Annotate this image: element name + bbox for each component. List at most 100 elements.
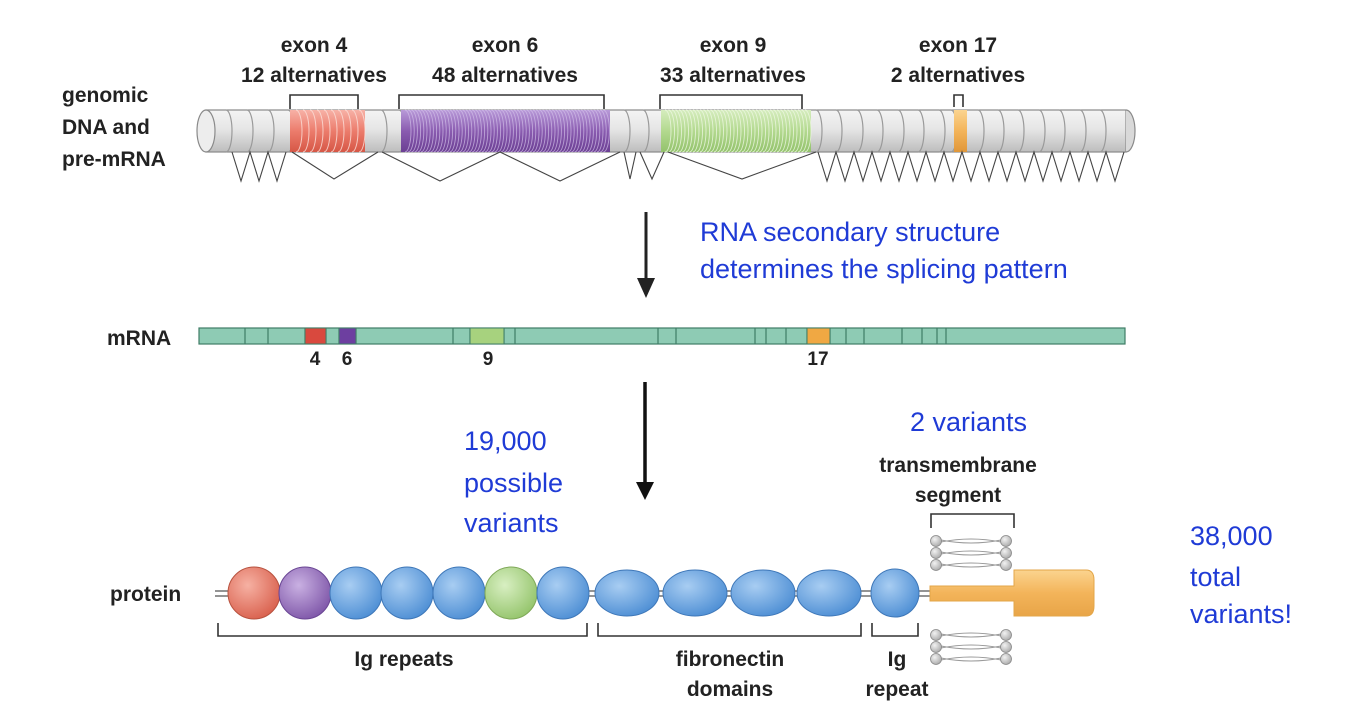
exon-9-bracket — [659, 94, 803, 109]
genomic-label-line-2: DNA and — [62, 116, 150, 139]
segment-ring — [380, 109, 388, 153]
mrna-exon-4-number: 4 — [310, 349, 321, 370]
ig-repeats-label: Ig repeats — [354, 648, 453, 671]
segment-ring — [225, 109, 233, 153]
exon-4-alternatives-block — [290, 110, 365, 152]
segment-ring — [1079, 109, 1087, 153]
splicing-note-line-1: RNA secondary structure — [700, 217, 1000, 247]
exon-17-header: exon 17 — [919, 34, 997, 57]
exon-17-bracket — [953, 94, 964, 107]
domain-brackets — [217, 623, 919, 637]
segment-ring — [267, 109, 275, 153]
total-variants-line-2: total — [1190, 562, 1241, 592]
lipid-head — [1000, 641, 1012, 653]
exon-17-alternatives: 2 alternatives — [891, 64, 1025, 87]
transmembrane-variants-note: 2 variants — [910, 407, 1027, 437]
transmembrane-label: transmembrane segment — [879, 454, 1037, 507]
segment-ring — [977, 109, 985, 153]
lipid-tail — [940, 632, 1002, 638]
ig-repeat-domain — [870, 568, 920, 618]
exon-headers: exon 4 12 alternatives exon 6 48 alterna… — [241, 34, 1025, 87]
splicing-note-line-2: determines the splicing pattern — [700, 254, 1068, 284]
exon-4-header: exon 4 — [281, 34, 348, 57]
exon-17-alternatives-block — [954, 110, 967, 152]
ig-domain — [380, 566, 434, 620]
ig-repeat-label-line-2: repeat — [865, 678, 928, 701]
lipid-head — [1000, 653, 1012, 665]
possible-variants-line-1: 19,000 — [464, 426, 547, 456]
protein-domains — [227, 566, 920, 620]
lipid-head — [930, 653, 942, 665]
ig-domain — [432, 566, 486, 620]
mrna-exon-17-number: 17 — [807, 349, 828, 370]
lipid-bilayer — [930, 535, 1012, 665]
fibronectin-domain — [662, 569, 728, 617]
lipid-head — [1000, 547, 1012, 559]
lipid-head — [930, 641, 942, 653]
mrna-exon-4 — [304, 327, 327, 345]
transmembrane-bracket — [930, 513, 1015, 528]
transmembrane-label-line-2: segment — [915, 484, 1001, 507]
cylinder-right-cap — [1125, 109, 1136, 153]
mrna-exon-9-number: 9 — [483, 349, 494, 370]
ig-repeat-label-line-1: Ig — [888, 648, 907, 671]
mrna-exon-6 — [338, 327, 357, 345]
possible-variants-line-2: possible — [464, 468, 563, 498]
exon-6-bracket — [398, 94, 605, 109]
mrna-label: mRNA — [107, 327, 171, 350]
segment-ring — [623, 109, 631, 153]
mrna-exon-numbers: 4 6 9 17 — [310, 349, 829, 370]
segment-ring — [835, 109, 843, 153]
mrna-exon-9 — [469, 327, 505, 345]
lipid-tail — [940, 550, 1002, 556]
domain-labels: Ig repeats fibronectin domains Ig repeat — [354, 648, 928, 701]
ig-domain-exon-6 — [278, 566, 332, 620]
segment-ring — [815, 109, 823, 153]
mrna-strip — [198, 327, 1126, 345]
fibronectin-domain — [594, 569, 660, 617]
lipid-head — [1000, 629, 1012, 641]
segment-ring — [897, 109, 905, 153]
lipid-head — [930, 547, 942, 559]
exon-6-alternatives: 48 alternatives — [432, 64, 578, 87]
segment-ring — [856, 109, 864, 153]
segment-ring — [938, 109, 946, 153]
lipid-head — [930, 535, 942, 547]
genomic-label-line-3: pre-mRNA — [62, 148, 166, 171]
splicing-note: RNA secondary structure determines the s… — [700, 217, 1068, 284]
lipid-head — [930, 629, 942, 641]
exon-6-header: exon 6 — [472, 34, 539, 57]
mrna-exon-6-number: 6 — [342, 349, 353, 370]
genomic-label-line-1: genomic — [62, 84, 149, 107]
total-variants-line-1: 38,000 — [1190, 521, 1273, 551]
transcription-arrow — [637, 212, 655, 298]
segment-ring — [1017, 109, 1025, 153]
segment-ring — [1099, 109, 1107, 153]
segment-ring — [997, 109, 1005, 153]
segment-ring — [246, 109, 254, 153]
lipid-tail — [940, 562, 1002, 568]
ig-repeats-bracket — [217, 623, 588, 637]
exon-9-alternatives: 33 alternatives — [660, 64, 806, 87]
translation-arrow — [636, 382, 654, 500]
possible-variants-line-3: variants — [464, 508, 559, 538]
lipid-head — [1000, 535, 1012, 547]
mrna-exon-17 — [806, 327, 831, 345]
segment-ring — [876, 109, 884, 153]
pre-mrna-cylinder — [196, 109, 1136, 153]
protein-label: protein — [110, 583, 181, 606]
ig-domain-exon-4 — [227, 566, 281, 620]
ig-domain — [329, 566, 383, 620]
splicing-pattern — [231, 150, 1125, 183]
segment-ring — [917, 109, 925, 153]
total-variants-note: 38,000 total variants! — [1190, 521, 1292, 629]
total-variants-line-3: variants! — [1190, 599, 1292, 629]
lipid-head — [930, 559, 942, 571]
lipid-head — [1000, 559, 1012, 571]
genomic-row-label: genomic DNA and pre-mRNA — [62, 84, 166, 171]
exon-4-bracket — [289, 94, 359, 109]
exon-header-brackets — [289, 94, 964, 109]
fibronectin-domain — [730, 569, 796, 617]
lipid-tail — [940, 644, 1002, 650]
